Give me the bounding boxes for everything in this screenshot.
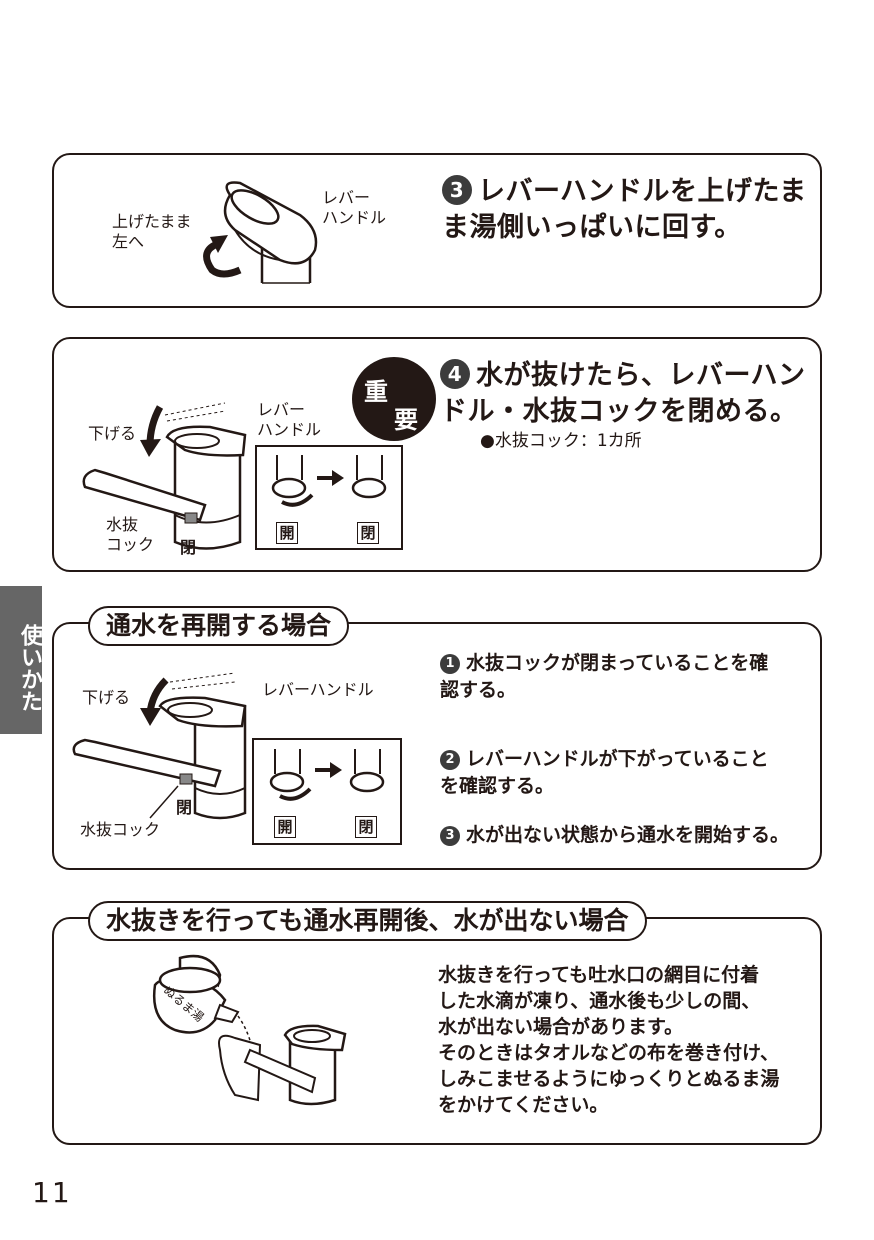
reopen-cock-label: 水抜コック bbox=[80, 820, 161, 839]
kettle-towel-faucet-illustration bbox=[152, 954, 347, 1106]
reopen-step-2-text: レバーハンドルが下がっていること を確認する。 bbox=[440, 748, 769, 797]
step3-title-text: レバーハンドルを上げたま ま湯側いっぱいに回す。 bbox=[442, 176, 807, 243]
step4-cock-label: 水抜 コック bbox=[106, 515, 155, 554]
reopen-step-3-text: 水が出ない状態から通水を開始する。 bbox=[466, 824, 790, 846]
important-badge-char2: 要 bbox=[394, 406, 418, 434]
reopen-panel bbox=[52, 622, 822, 870]
side-tab-usage: 使いかた bbox=[0, 586, 42, 734]
reopen-inset-open-label: 開 bbox=[274, 816, 296, 838]
important-badge-char1: 重 bbox=[364, 378, 388, 406]
step3-turn-label: 上げたまま 左へ bbox=[112, 212, 192, 251]
step4-number: 4 bbox=[440, 359, 470, 389]
reopen-step-1-text: 水抜コックが閉まっていることを確 認する。 bbox=[440, 652, 769, 701]
step4-inset-open-label: 開 bbox=[276, 522, 298, 544]
step4-close-label: 閉 bbox=[180, 538, 197, 557]
reopen-cock-open-to-close-icon bbox=[269, 749, 385, 801]
reopen-inset-box bbox=[252, 738, 402, 845]
reopen-down-label: 下げる bbox=[82, 688, 131, 707]
nowater-body-text: 水抜きを行っても吐水口の網目に付着 した水滴が凍り、通水後も少しの間、 水が出な… bbox=[438, 964, 780, 1116]
step4-lever-label: レバー ハンドル bbox=[257, 400, 322, 439]
step3-number: 3 bbox=[442, 175, 472, 205]
step4-down-label: 下げる bbox=[88, 424, 137, 443]
reopen-inset-close-label: 閉 bbox=[355, 816, 377, 838]
step3-lever-label: レバー ハンドル bbox=[322, 188, 387, 227]
reopen-section-title: 通水を再開する場合 bbox=[88, 606, 350, 646]
reopen-close-label: 閉 bbox=[176, 798, 193, 817]
cock-open-to-close-icon bbox=[271, 455, 387, 507]
reopen-step-3: 3 水が出ない状態から通水を開始する。 bbox=[440, 822, 820, 849]
reopen-lever-label: レバーハンドル bbox=[262, 680, 374, 699]
step3-panel bbox=[52, 153, 822, 308]
reopen-step-1-number: 1 bbox=[440, 654, 460, 674]
reopen-step-3-number: 3 bbox=[440, 826, 460, 846]
page-number: 11 bbox=[32, 1176, 72, 1209]
reopen-step-2-number: 2 bbox=[440, 750, 460, 770]
important-badge bbox=[352, 357, 436, 441]
step4-title-text: 水が抜けたら、レバーハン ドル・水抜コックを閉める。 bbox=[440, 360, 806, 427]
nowater-section-title: 水抜きを行っても通水再開後、水が出ない場合 bbox=[88, 901, 647, 941]
faucet-illustration-reopen bbox=[72, 672, 247, 820]
faucet-illustration-step4 bbox=[82, 402, 247, 550]
step4-inset-close-label: 閉 bbox=[357, 522, 379, 544]
lever-handle-illustration bbox=[203, 181, 318, 284]
step4-note: ●水抜コック：1カ所 bbox=[480, 431, 642, 451]
